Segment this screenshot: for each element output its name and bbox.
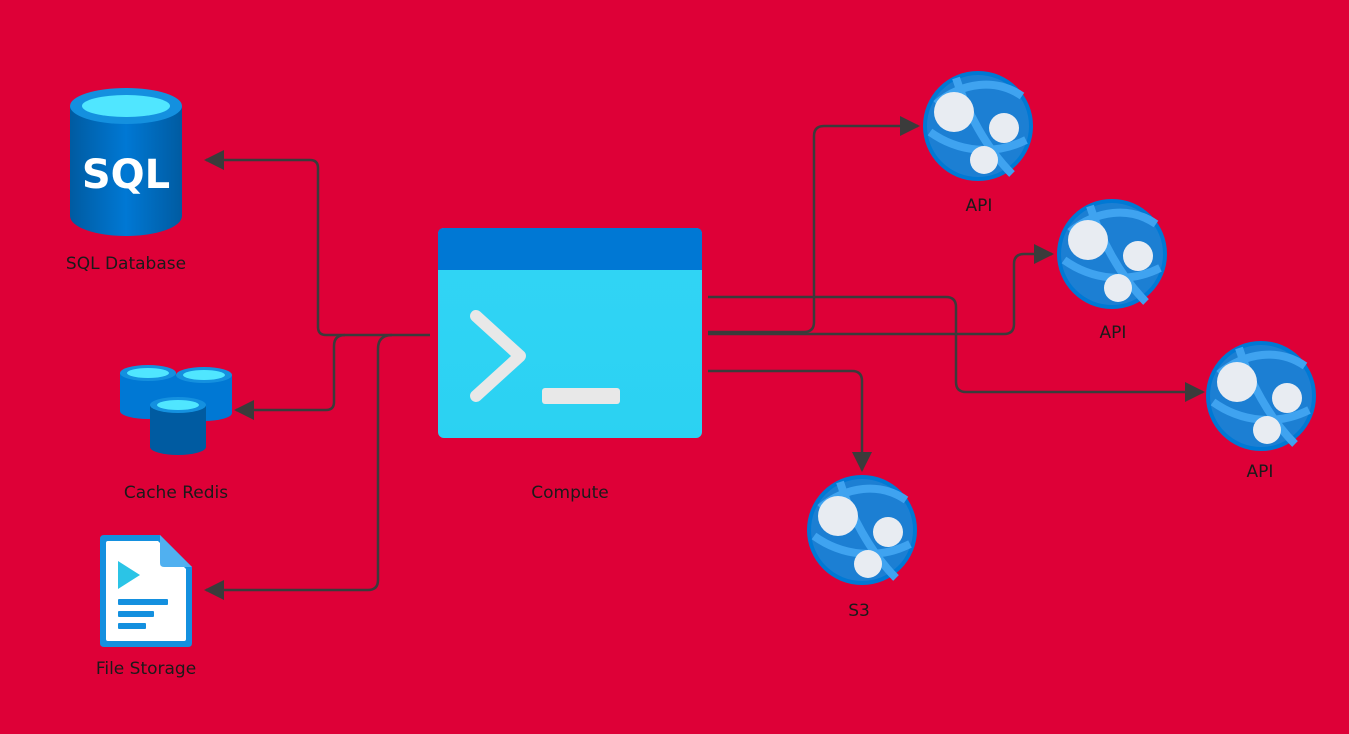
api-1-label: API — [965, 196, 993, 216]
connector-compute-to-api-3 — [708, 295, 1205, 402]
cache-redis-label: Cache Redis — [123, 483, 229, 503]
connector-compute-to-sql — [204, 150, 430, 337]
sql-database-icon[interactable]: SQL — [68, 88, 184, 240]
connector-compute-to-redis — [234, 333, 346, 420]
connector-compute-to-storage — [204, 333, 393, 600]
sql-database-label: SQL Database — [65, 254, 187, 274]
api-3-label: API — [1246, 462, 1274, 482]
connector-compute-to-s3 — [708, 369, 872, 472]
terminal-window-icon[interactable] — [438, 228, 702, 438]
app-service-globe-icon[interactable] — [1205, 340, 1317, 452]
connector-compute-to-api-1 — [708, 116, 920, 334]
connector-compute-to-api-2 — [708, 244, 1054, 336]
media-file-icon[interactable] — [100, 535, 192, 647]
s3-label: S3 — [848, 601, 870, 621]
api-2-label: API — [1099, 323, 1127, 343]
app-service-globe-icon[interactable] — [1056, 198, 1168, 310]
file-storage-label: File Storage — [95, 659, 197, 679]
app-service-globe-icon[interactable] — [922, 70, 1034, 182]
redis-cache-icon[interactable] — [118, 363, 234, 463]
sql-icon-text: SQL — [82, 152, 170, 198]
app-service-globe-icon[interactable] — [806, 474, 918, 586]
compute-label: Compute — [531, 483, 609, 503]
